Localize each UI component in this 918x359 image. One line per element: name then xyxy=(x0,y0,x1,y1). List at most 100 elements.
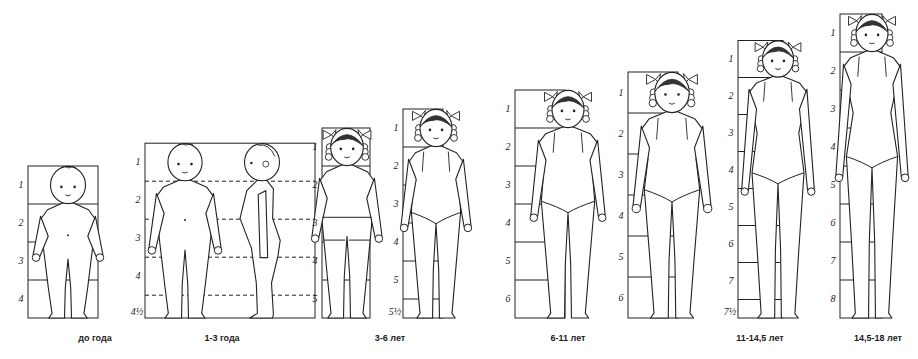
age-label: 3-6 лет xyxy=(375,334,405,343)
head-outline xyxy=(552,90,584,127)
swimsuit-strap xyxy=(581,133,583,153)
scale-number: 2 xyxy=(19,218,24,228)
hand xyxy=(741,188,748,195)
hand xyxy=(32,254,40,262)
scale-frame xyxy=(28,166,98,318)
head-outline xyxy=(168,144,202,181)
eye xyxy=(429,129,432,132)
scale-number: 4 xyxy=(729,165,734,175)
swimsuit-line xyxy=(568,201,595,212)
hair-tuft xyxy=(61,167,76,169)
scale-number: 5 xyxy=(506,256,511,266)
scale-number: 8 xyxy=(831,294,836,304)
hair-tuft xyxy=(178,144,193,146)
swimsuit-line xyxy=(778,173,804,184)
swimsuit-strap xyxy=(448,152,449,172)
head-division xyxy=(145,181,315,182)
hair xyxy=(420,116,452,127)
head-outline xyxy=(331,128,364,165)
swimsuit-strap xyxy=(657,118,659,140)
scale-number: 5 xyxy=(313,294,318,304)
scale-number: 1 xyxy=(19,180,24,190)
hand xyxy=(901,174,909,182)
scale-number: 1 xyxy=(136,157,141,167)
hair-curl xyxy=(583,116,590,123)
swimsuit-strap xyxy=(422,152,423,172)
hair-curl xyxy=(887,40,894,47)
scale-number: 2 xyxy=(136,195,141,205)
swimsuit-line xyxy=(541,201,568,212)
scale-number: 1 xyxy=(729,54,734,64)
eye xyxy=(771,60,774,63)
hair-bow xyxy=(793,43,801,52)
eye xyxy=(877,34,880,37)
body-outline xyxy=(157,180,214,318)
hair-bow xyxy=(647,75,656,85)
hair-curl xyxy=(362,154,369,161)
scale-number: 3 xyxy=(313,218,318,228)
hair xyxy=(552,97,584,108)
hair xyxy=(856,21,888,32)
hair xyxy=(763,47,794,58)
arm-outline xyxy=(531,140,546,216)
profile-outline xyxy=(240,180,280,318)
scale-number: 6 xyxy=(506,294,511,304)
hand xyxy=(311,235,319,243)
body-outline xyxy=(320,165,375,318)
eye xyxy=(865,34,868,37)
age-label: 14,5-18 лет xyxy=(854,334,902,343)
arm-outline xyxy=(742,89,757,190)
ear xyxy=(263,161,269,167)
hair-bow xyxy=(887,16,895,25)
scale-number: 4 xyxy=(313,256,318,266)
scale-number: 5 xyxy=(729,202,734,212)
hand xyxy=(704,204,712,212)
arm-outline xyxy=(893,64,908,176)
eye xyxy=(441,129,444,132)
mouth xyxy=(344,156,349,158)
hand xyxy=(148,247,156,255)
pants-line xyxy=(349,240,371,241)
scale-number: 3 xyxy=(506,180,511,190)
scale-number: 4 xyxy=(619,211,624,221)
arm-outline xyxy=(88,216,103,256)
hand xyxy=(464,224,472,232)
mouth xyxy=(565,118,570,120)
hair-bow xyxy=(323,130,331,139)
arm-outline xyxy=(258,191,268,258)
hair-bow xyxy=(849,16,857,25)
swimsuit-line xyxy=(411,212,436,223)
hair-bow xyxy=(755,43,763,52)
swimsuit-strap xyxy=(885,57,887,77)
swimsuit-strap xyxy=(686,118,688,140)
scale-number: 1 xyxy=(619,88,624,98)
swimsuit-line xyxy=(846,157,872,168)
pants-line xyxy=(322,217,371,218)
arm-outline xyxy=(800,89,815,190)
head-outline xyxy=(763,41,794,77)
hair-bow xyxy=(688,75,697,85)
swimsuit-line xyxy=(752,173,778,184)
swimsuit-line xyxy=(644,190,672,202)
swimsuit-line xyxy=(872,157,898,168)
arm-outline xyxy=(633,126,650,207)
hand xyxy=(632,204,640,212)
scale-number: 4 xyxy=(19,294,24,304)
age-label: 6-11 лет xyxy=(551,334,586,343)
scale-number: 4 xyxy=(831,142,836,152)
hair-curl xyxy=(415,135,422,142)
arm-outline xyxy=(206,193,221,249)
hair xyxy=(331,135,364,146)
hair-curl xyxy=(649,100,656,107)
scale-number: 3 xyxy=(729,128,734,138)
scale-number: 5 xyxy=(394,275,399,285)
hair-bow xyxy=(583,92,591,101)
eye xyxy=(573,110,576,113)
hair-curl xyxy=(757,65,764,72)
eye xyxy=(561,110,564,113)
scale-number: 6 xyxy=(619,293,624,303)
navel xyxy=(184,219,186,221)
hair-tuft xyxy=(258,145,275,157)
